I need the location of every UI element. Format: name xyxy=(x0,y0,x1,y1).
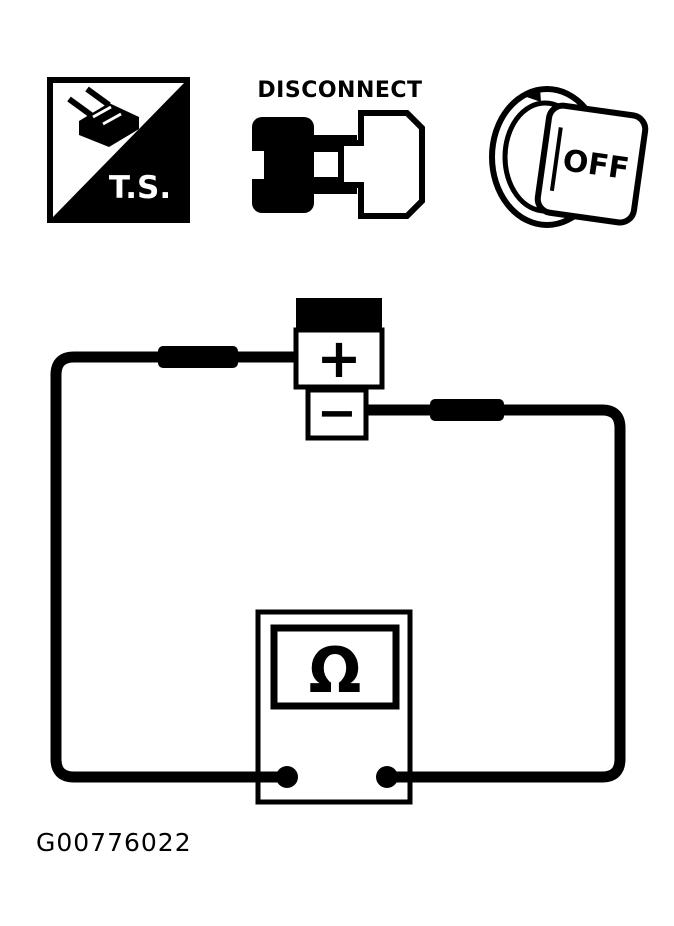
battery-cap xyxy=(296,298,382,330)
ignition-off-icon: OFF xyxy=(489,86,649,228)
meter-terminal-left xyxy=(276,766,298,788)
wire-negative xyxy=(364,404,626,783)
wire-sleeve-right xyxy=(430,399,504,421)
rotate-arrow-icon xyxy=(521,88,541,102)
multimeter-display xyxy=(270,624,400,710)
disconnect-label: DISCONNECT xyxy=(257,78,423,103)
connector-half-right xyxy=(338,110,425,219)
connector-notch xyxy=(249,151,264,179)
ts-test-harness-icon: T.S. xyxy=(47,77,190,223)
ohm-symbol: Ω xyxy=(309,634,362,707)
battery-negative-label: − xyxy=(317,385,357,441)
connector-art-icon xyxy=(67,86,139,147)
connector-half-left xyxy=(252,117,314,213)
figure-caption: G00776022 xyxy=(36,828,192,857)
ts-label: T.S. xyxy=(109,170,171,206)
disconnect-icon: DISCONNECT xyxy=(247,78,433,225)
battery-negative-box xyxy=(305,387,369,441)
battery-positive-box xyxy=(293,327,385,390)
circuit-diagram: Ω + − xyxy=(50,298,626,805)
wire-sleeve-left xyxy=(158,346,238,368)
battery-positive-label: + xyxy=(316,327,361,390)
ignition-key-icon: OFF xyxy=(534,102,649,226)
wire-positive xyxy=(50,351,298,783)
ts-icon-black-triangle xyxy=(53,83,184,217)
meter-terminal-right xyxy=(376,766,398,788)
disconnect-connector-art xyxy=(249,110,425,219)
